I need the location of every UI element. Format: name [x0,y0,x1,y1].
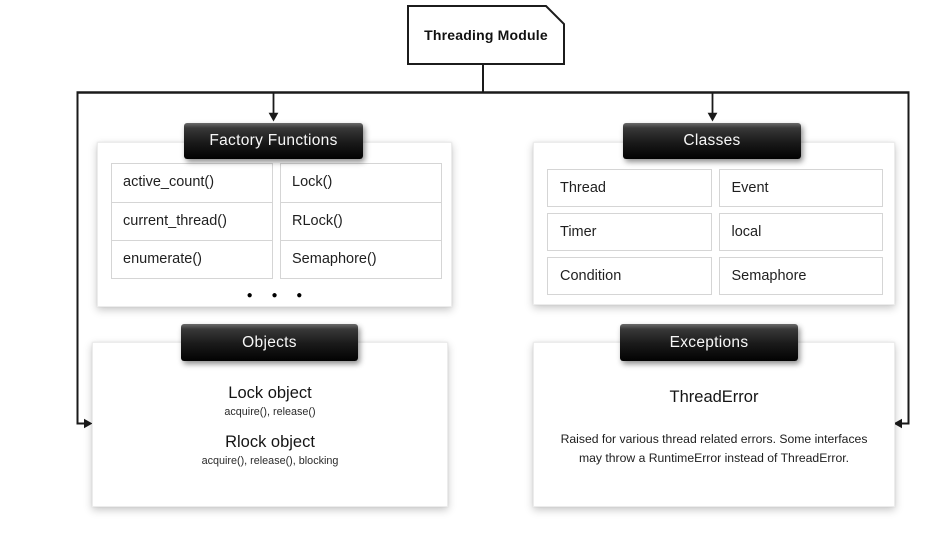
class-cell: Semaphore [718,257,883,295]
exception-description-line: may throw a RuntimeError instead of Thre… [578,450,850,465]
arrowhead-right-icon [84,418,93,429]
classes-title: Classes [683,132,741,149]
factory-functions-title: Factory Functions [209,132,338,149]
root-node-threading-module: Threading Module [407,5,565,65]
connector-right-branch [901,92,910,425]
factory-cell: current_thread() [112,202,272,240]
exceptions-panel: ThreadError Raised for various thread re… [533,342,895,507]
factory-cell: Lock() [292,174,333,190]
objects-body: Lock object acquire(), release() Rlock o… [93,343,447,467]
object-name: Rlock object [225,433,315,451]
exceptions-title: Exceptions [669,333,749,351]
factory-right-column: Lock() RLock() Semaphore() [280,163,442,279]
classes-panel: Thread Event Timer local Condition Semap… [533,142,895,305]
connector-left-branch [76,92,85,425]
arrowhead-down-classes-icon [707,112,718,122]
objects-title: Objects [242,333,297,351]
class-cell: local [718,213,883,251]
root-node-label: Threading Module [424,27,548,43]
class-cell: Timer [547,213,712,251]
classes-header: Classes [623,123,801,159]
exceptions-body: ThreadError Raised for various thread re… [534,343,894,468]
factory-cell: active_count() [123,174,215,190]
factory-cell: Semaphore() [281,240,441,278]
arrowhead-left-icon [893,418,902,429]
exception-name: ThreadError [669,388,759,406]
object-name: Lock object [228,384,312,402]
factory-cell: enumerate() [112,240,272,278]
exception-description-line: Raised for various thread related errors… [560,432,868,446]
object-methods: acquire(), release(), blocking [201,455,339,467]
class-cell: Condition [547,257,712,295]
class-cell: Thread [547,169,712,207]
factory-cell: RLock() [281,202,441,240]
factory-functions-panel: active_count() current_thread() enumerat… [97,142,452,307]
arrowhead-down-factory-icon [268,112,279,122]
factory-left-column: active_count() current_thread() enumerat… [111,163,273,279]
object-methods: acquire(), release() [224,406,316,418]
objects-panel: Lock object acquire(), release() Rlock o… [92,342,448,507]
ellipsis-dots-icon: ● ● ● [246,290,311,301]
card-shape-icon [407,5,565,65]
factory-functions-table: active_count() current_thread() enumerat… [98,143,451,279]
exception-description: Raised for various thread related errors… [534,430,894,468]
classes-grid: Thread Event Timer local Condition Semap… [534,143,894,295]
objects-header: Objects [181,324,358,361]
class-cell: Event [718,169,883,207]
factory-functions-header: Factory Functions [184,123,363,159]
exceptions-header: Exceptions [620,324,798,361]
